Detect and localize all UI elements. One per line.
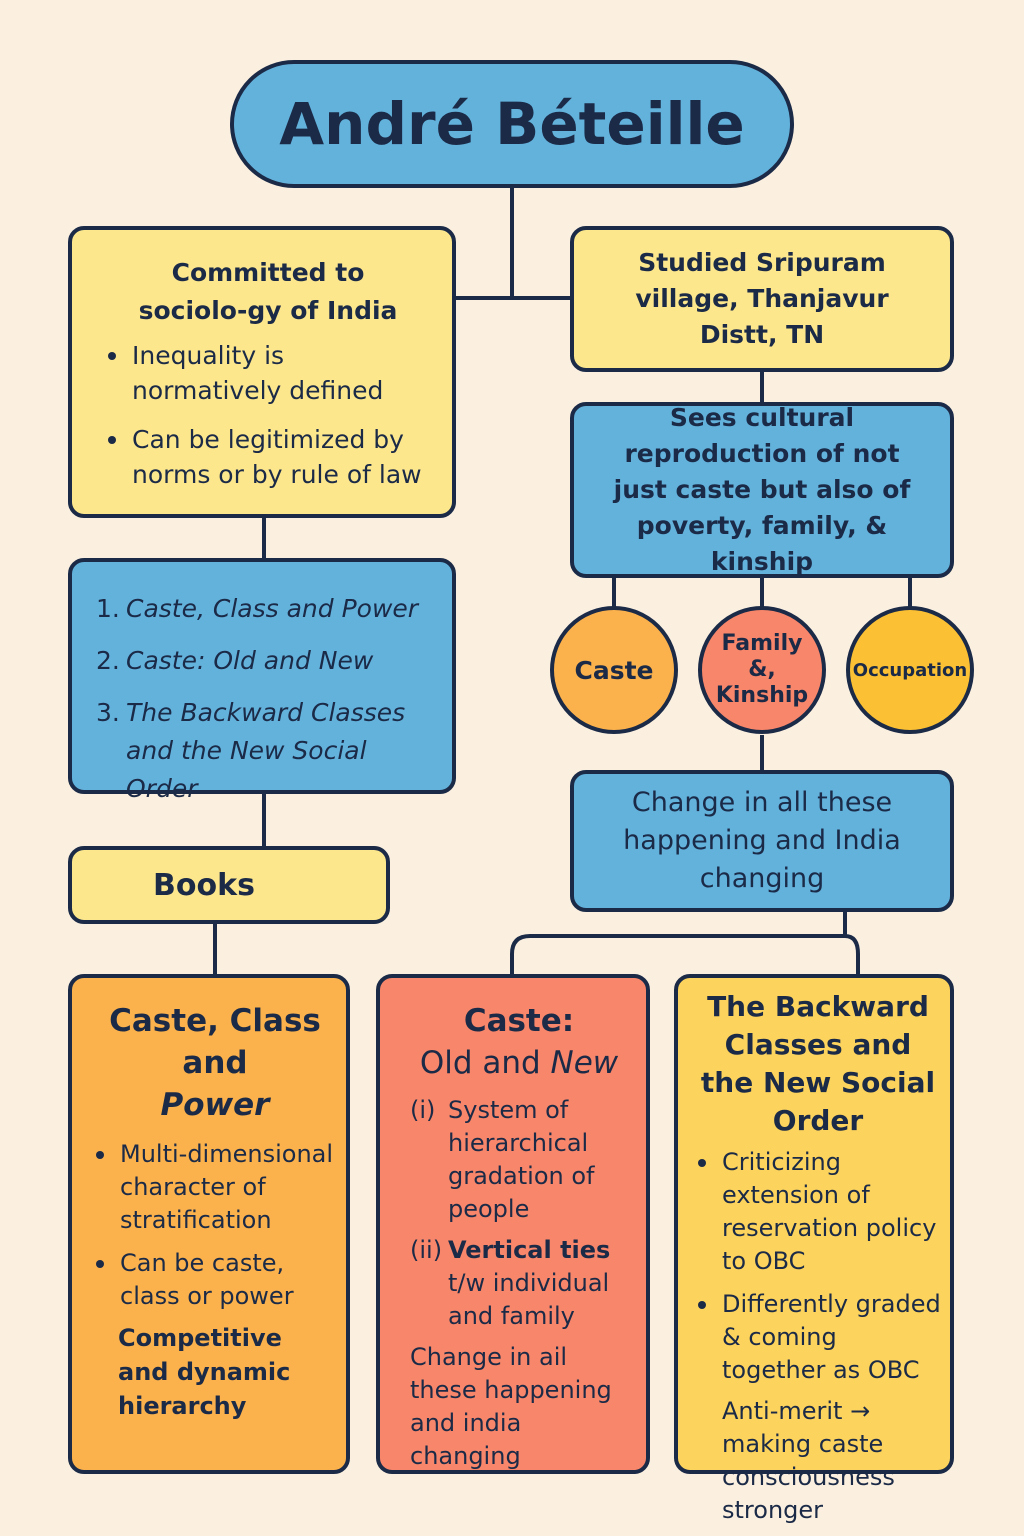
card2-title: Caste: Old and New xyxy=(419,1003,619,1081)
cultural-text: Sees cultural reproduction of not just c… xyxy=(613,403,911,576)
sociology-heading: Committed to sociolo-gy of India xyxy=(138,258,398,325)
card2-item-1: (i) System of hierarchical gradation of … xyxy=(410,1096,595,1223)
connector-cultural-circles xyxy=(612,578,912,608)
caste-circle: Caste xyxy=(550,606,678,734)
card-backward-classes: The Backward Classes and the New Social … xyxy=(674,974,954,1524)
card1-bullet-2: Can be caste, class or power xyxy=(92,1247,338,1313)
books-list-box: 1. Caste, Class and Power 2. Caste: Old … xyxy=(68,558,456,803)
books-label: Books xyxy=(153,867,255,903)
card3-title: The Backward Classes and the New Social … xyxy=(700,990,936,1137)
card2-note: Change in ail these happening and india … xyxy=(410,1343,612,1470)
title-box: André Béteille xyxy=(230,60,794,188)
cultural-reproduction-box: Sees cultural reproduction of not just c… xyxy=(570,402,954,578)
change-text: Change in all these happening and India … xyxy=(623,787,901,894)
page-title: André Béteille xyxy=(279,90,745,158)
card2-item-2: (ii) Vertical ties t/w individual and fa… xyxy=(410,1236,611,1330)
book-list-item-1: 1. Caste, Class and Power xyxy=(96,594,419,623)
card1-note: Competitive and dynamic hierarchy xyxy=(118,1324,291,1420)
card3-bullet-1: Criticizing extension of reservation pol… xyxy=(694,1146,942,1278)
card3-note: Anti-merit → making caste consciousness … xyxy=(722,1397,895,1524)
book-list-item-2: 2. Caste: Old and New xyxy=(96,646,374,675)
sripuram-box: Studied Sripuram village, Thanjavur Dist… xyxy=(570,226,954,372)
card3-bullet-2: Differently graded & coming together as … xyxy=(694,1288,942,1387)
book-list-item-3: 3. The Backward Classes and the New Soci… xyxy=(96,698,406,803)
card-caste-old-new: Caste: Old and New (i) System of hierarc… xyxy=(376,974,650,1474)
inequality-bullet: Inequality is normatively defined xyxy=(104,338,432,408)
books-label-box: Books xyxy=(68,846,390,924)
sripuram-text: Studied Sripuram village, Thanjavur Dist… xyxy=(635,248,889,349)
sociology-of-india-box: Committed to sociolo-gy of India Inequal… xyxy=(68,226,456,518)
legitimized-bullet: Can be legitimized by norms or by rule o… xyxy=(104,422,432,492)
connector-change-cards xyxy=(510,912,860,976)
card1-bullet-1: Multi-dimensional character of stratific… xyxy=(92,1138,338,1237)
occupation-circle: Occupation xyxy=(846,606,974,734)
change-box: Change in all these happening and India … xyxy=(570,770,954,912)
family-kinship-circle: Family &, Kinship xyxy=(698,606,826,734)
